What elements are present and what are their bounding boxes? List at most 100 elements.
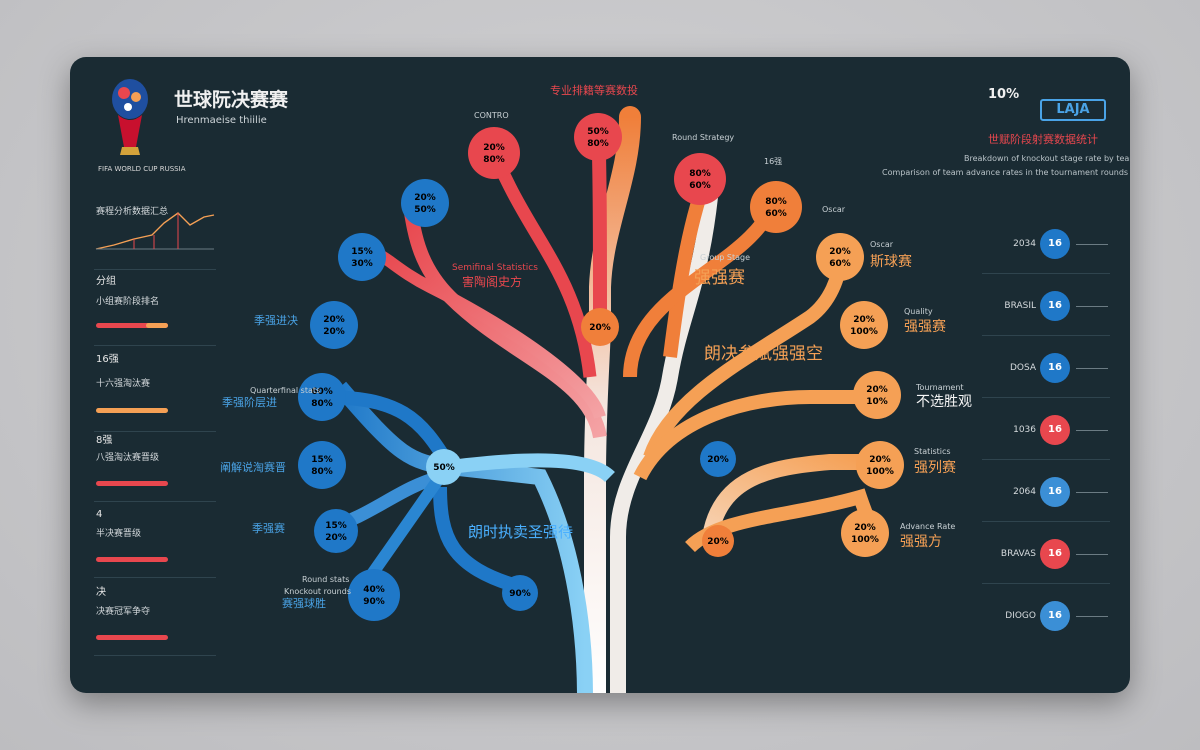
orange-junction-a-text: 20% (589, 323, 611, 333)
right-row-line (1076, 368, 1108, 369)
right-row-divider (982, 397, 1110, 398)
orange-node-6: 20% 100% (841, 509, 889, 557)
blue-branch-4 (433, 486, 522, 594)
blue-node-1-text-a: 20% (414, 193, 436, 203)
top-label: 专业排籍等赛数投 (550, 84, 638, 97)
blue-node-7: 40% 90% (348, 569, 400, 621)
right-row-badge: 16 (1040, 415, 1070, 445)
blue-label-4: 季强赛 (252, 522, 285, 535)
sidebar-divider-2 (94, 345, 216, 346)
blue-node-2-text-b: 30% (351, 259, 373, 269)
red-node-1-text-a: 20% (483, 143, 505, 153)
blue-label-2: 季强阶层进 (222, 396, 277, 409)
sidebar-item-5: 决赛冠军争夺 (96, 607, 151, 617)
blue-node-7-text-a: 40% (363, 585, 385, 595)
orange-label-6: 强强方 (900, 534, 942, 550)
sidebar-divider-5 (94, 577, 216, 578)
orange-node-3: 20% 100% (840, 301, 888, 349)
blue-label-3: 阐解说淘赛晋 (220, 461, 286, 474)
blue-node-4-text-a: 60% (311, 387, 333, 397)
blue-node-5: 15% 80% (298, 441, 346, 489)
top-node-caption: CONTRO (474, 111, 509, 120)
orange-label-5: 强列赛 (914, 460, 956, 476)
blue-branch-main (333, 381, 593, 693)
orange-node-2-text-b: 60% (829, 259, 851, 269)
right-row-badge: 16 (1040, 353, 1070, 383)
orange-node-5-text-a: 20% (869, 455, 891, 465)
blue-node-6-text-a: 15% (325, 521, 347, 531)
sidebar-header-3: 8强 (96, 435, 113, 446)
blue-node-7-text-b: 90% (363, 597, 385, 607)
right-badge: LAJA (1040, 99, 1106, 121)
blue-junction-c: 20% (700, 441, 736, 477)
sidebar-divider-1 (94, 269, 216, 270)
orange-junction-b-text: 20% (707, 537, 729, 547)
orange-node-3-text-a: 20% (853, 315, 875, 325)
orange-label-2-small: Oscar (870, 240, 894, 249)
blue-node-6-text-b: 20% (325, 533, 347, 543)
blue-label-5: 赛强球胜 (282, 597, 326, 610)
blue-node-4: 60% 80% (298, 373, 346, 421)
blue-node-3: 20% 20% (310, 301, 358, 349)
right-row-label: 1036 (1013, 425, 1036, 435)
right-percent: 10% (988, 87, 1020, 102)
orange-label-2: 斯球赛 (870, 254, 912, 270)
orange-node-2-text-a: 20% (829, 247, 851, 257)
red-caption-cn: 害陶阁史方 (462, 275, 523, 289)
sidebar-header-2: 16强 (96, 354, 119, 365)
orange-node-6-text-a: 20% (854, 523, 876, 533)
blue-node-3-text-a: 20% (323, 315, 345, 325)
blue-label-5-en2: Knockout rounds (284, 587, 351, 596)
sidebar-divider-3 (94, 431, 216, 432)
right-row-divider (982, 583, 1110, 584)
right-row-label: 2034 (1013, 239, 1036, 249)
right-row-label: DOSA (1009, 363, 1036, 373)
tree-diagram: 20% 80% 50% 80% 80% 60% 80% 60% 20% 60% … (298, 106, 904, 693)
right-row-line (1076, 554, 1108, 555)
right-row-line (1076, 430, 1108, 431)
top-right-small: 16强 (764, 157, 783, 166)
blue-node-1-text-b: 50% (414, 205, 436, 215)
sidebar-item-4: 半决赛晋级 (96, 529, 142, 539)
sidebar-mini-chart (95, 212, 215, 250)
orange-node-4-text-a: 20% (866, 385, 888, 395)
red-node-3-text-a: 80% (689, 169, 711, 179)
orange-node-1-text-b: 60% (765, 209, 787, 219)
right-row-divider (982, 521, 1110, 522)
right-row-badge: 16 (1040, 601, 1070, 631)
sidebar-divider-6 (94, 655, 216, 656)
orange-node-1: 80% 60% (750, 181, 802, 233)
orange-node-4: 20% 10% (853, 371, 901, 419)
sidebar-bar-1b (146, 323, 168, 328)
page-title: 世球阮决赛赛 (174, 89, 289, 111)
right-row-label: DIOGO (1005, 611, 1036, 621)
orange-node-4-text-b: 10% (866, 397, 888, 407)
right-row-line (1076, 616, 1108, 617)
right-note-1: Breakdown of knockout stage rate by team (964, 154, 1130, 163)
right-row-line (1076, 306, 1108, 307)
logo-caption: FIFA WORLD CUP RUSSIA (98, 165, 186, 173)
orange-node-2: 20% 60% (816, 233, 864, 281)
red-node-2-text-a: 50% (587, 127, 609, 137)
top-right-caption: Round Strategy (672, 133, 735, 142)
sidebar-bar-3 (96, 481, 168, 486)
blue-junction-a-text: 50% (433, 463, 455, 473)
orange-label-1-en: Group Stage (700, 253, 751, 262)
red-node-1: 20% 80% (468, 127, 520, 179)
sidebar-item-1: 小组赛阶段排名 (96, 297, 160, 307)
trunk-secondary (610, 196, 718, 693)
blue-label-1: 季强进决 (254, 314, 298, 327)
orange-branch-5 (702, 454, 870, 539)
orange-node-1-text-a: 80% (765, 197, 787, 207)
orange-node-3-text-b: 100% (850, 327, 878, 337)
blue-node-5-text-b: 80% (311, 467, 333, 477)
blue-label-2-en: Quarterfinal stats (250, 386, 321, 395)
blue-node-4-text-b: 80% (311, 399, 333, 409)
blue-label-5-en1: Round stats (302, 575, 350, 584)
blue-junction-b: 90% (502, 575, 538, 611)
right-row-line (1076, 244, 1108, 245)
blue-node-1: 20% 50% (401, 179, 449, 227)
blue-node-3-text-b: 20% (323, 327, 345, 337)
red-node-1-text-b: 80% (483, 155, 505, 165)
